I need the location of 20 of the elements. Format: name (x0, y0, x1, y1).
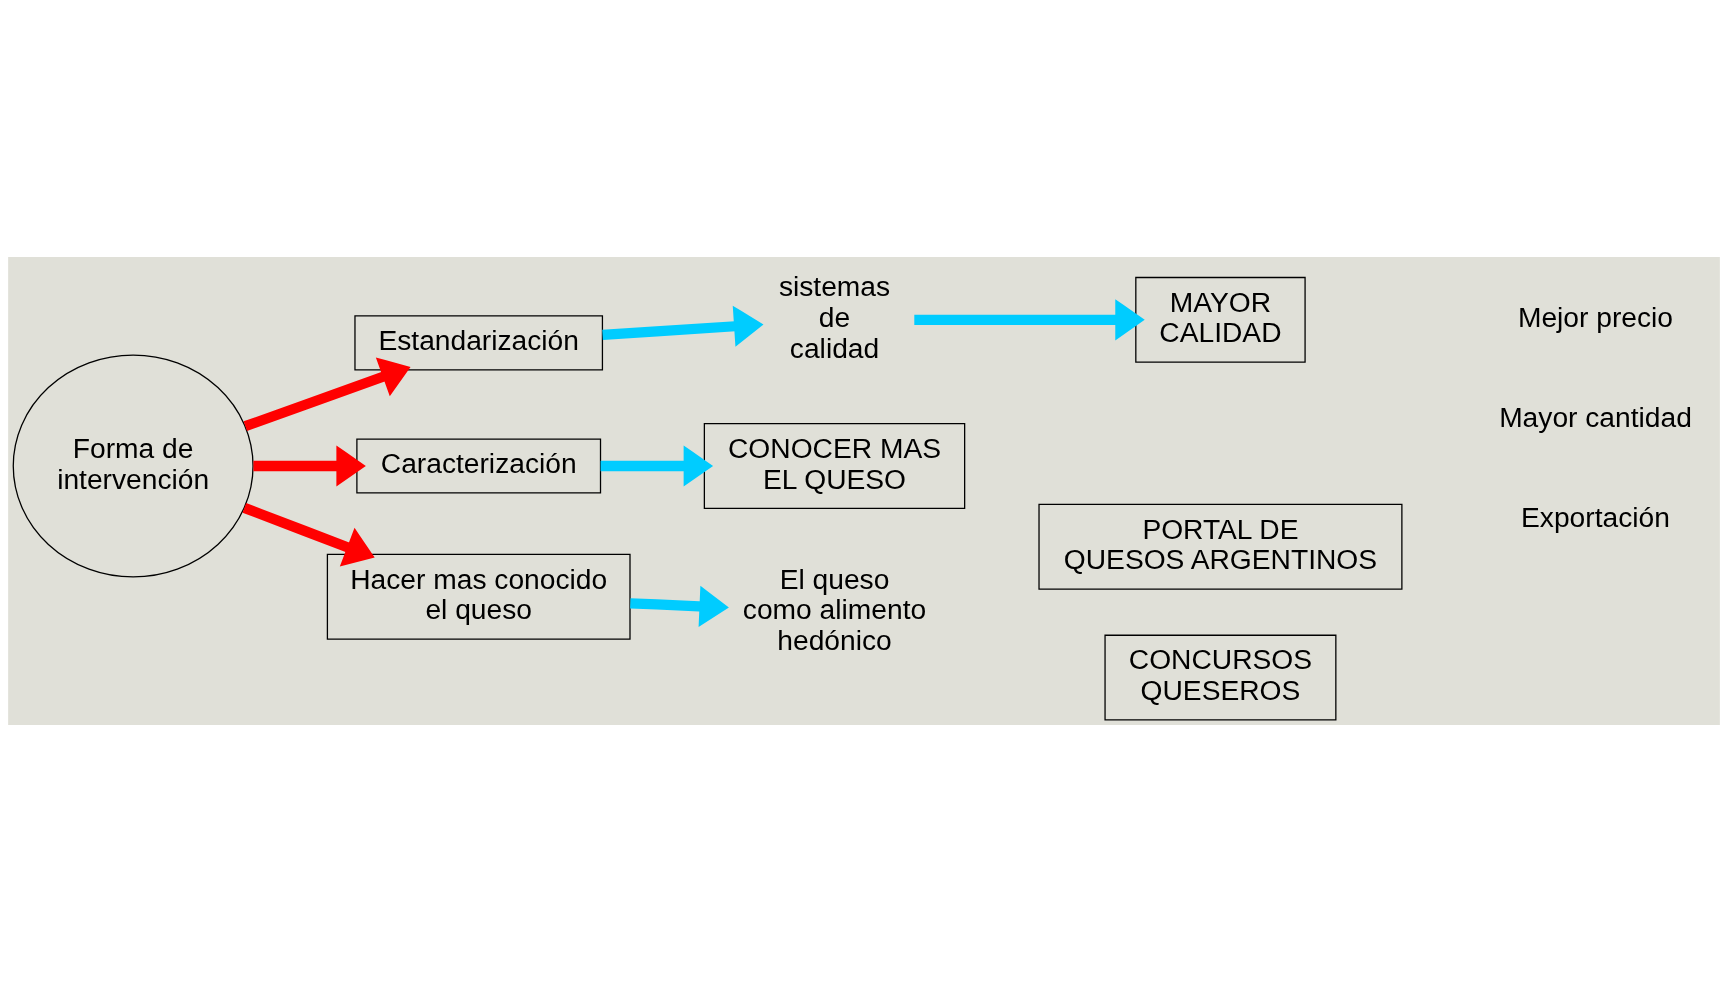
label: Exportación (1521, 500, 1670, 533)
arrow (914, 298, 1145, 340)
arrow (600, 444, 714, 487)
node-text: El queso como alimento hedónico (742, 562, 927, 656)
label: Mayor cantidad (1499, 400, 1692, 433)
arrow (630, 585, 729, 627)
node-box: Caracterización (356, 437, 602, 494)
arrow (243, 356, 411, 431)
node-box: PORTAL DE QUESOS ARGENTINOS (1038, 503, 1403, 590)
node-box: MAYOR CALIDAD (1135, 276, 1306, 363)
node-box: Hacer mas conocido el queso (326, 553, 631, 640)
arrow (602, 305, 764, 347)
node-box: CONCURSOS QUESEROS (1104, 634, 1337, 720)
node-box: Estandarización (354, 314, 604, 370)
arrow (253, 444, 366, 487)
node-box: CONOCER MAS EL QUESO (703, 422, 966, 509)
node-text: sistemas de calidad (778, 269, 891, 364)
arrow (242, 502, 375, 566)
node-circle: Forma de intervención (12, 353, 254, 578)
label: Mejor precio (1517, 300, 1674, 333)
